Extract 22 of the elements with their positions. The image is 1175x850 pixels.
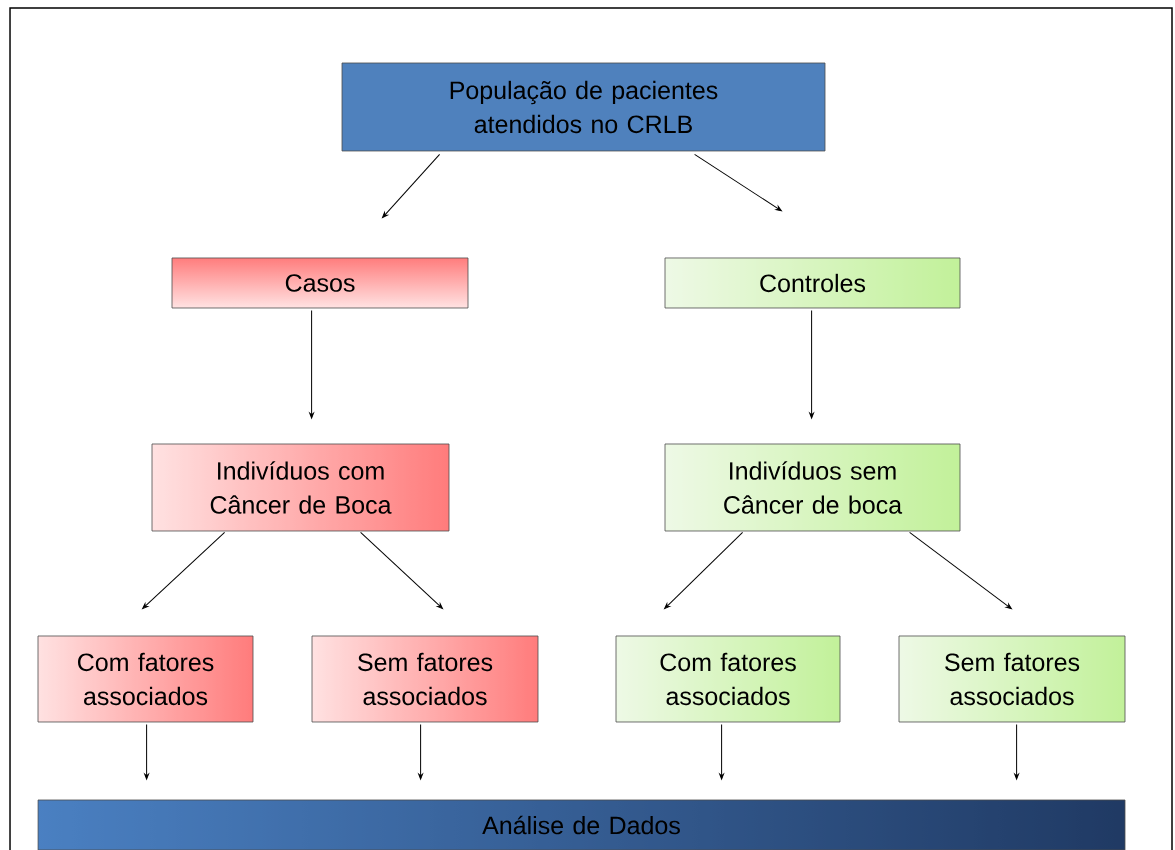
process-box: Com fatores associados: [615, 635, 841, 723]
arrow: [144, 723, 149, 780]
process-box: População de pacientes atendidos no CRLB: [341, 62, 826, 152]
arrow: [664, 531, 744, 610]
process-box: Casos: [171, 257, 469, 309]
arrow: [309, 309, 314, 419]
process-box: Sem fatores associados: [311, 635, 539, 723]
arrow: [142, 531, 226, 610]
process-box: Análise de Dados: [37, 799, 1126, 850]
arrow: [809, 309, 814, 419]
arrow: [418, 723, 423, 780]
arrow: [360, 531, 444, 610]
process-box: Controles: [664, 257, 961, 309]
process-box: Com fatores associados: [37, 635, 254, 723]
arrow: [382, 153, 441, 219]
process-box: Indivíduos sem Câncer de boca: [664, 443, 961, 532]
arrow: [909, 531, 1012, 610]
process-box: Sem fatores associados: [898, 635, 1126, 723]
arrow: [719, 723, 724, 780]
process-box: Indivíduos com Câncer de Boca: [151, 443, 450, 532]
arrow: [1014, 723, 1019, 780]
arrow: [694, 153, 782, 212]
